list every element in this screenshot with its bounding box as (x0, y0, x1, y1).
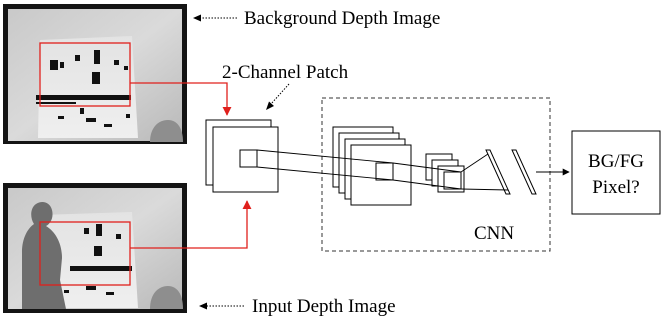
cnn-feature-maps (332, 126, 537, 206)
output-label-line1: BG/FG (588, 151, 644, 172)
bg-to-patch-arrow (130, 82, 232, 116)
two-channel-patch (205, 119, 279, 193)
cnn-label: CNN (474, 223, 514, 244)
input-patch-highlight (39, 221, 131, 286)
background-depth-image-label: Background Depth Image (244, 8, 440, 29)
bg-patch-highlight (39, 42, 131, 107)
input-to-patch-arrow (130, 200, 252, 249)
output-box (571, 130, 661, 215)
input-depth-image-label: Input Depth Image (252, 296, 396, 317)
patch-label-pointer (266, 83, 290, 110)
input-label-pointer (199, 302, 244, 310)
person-silhouette (22, 202, 66, 309)
output-label-line2: Pixel? (592, 177, 640, 198)
bg-label-pointer (193, 14, 237, 22)
background-depth-image (3, 4, 187, 144)
two-channel-patch-label: 2-Channel Patch (222, 62, 349, 83)
cnn-dashed-box (321, 97, 551, 252)
projection-lines (256, 149, 509, 191)
